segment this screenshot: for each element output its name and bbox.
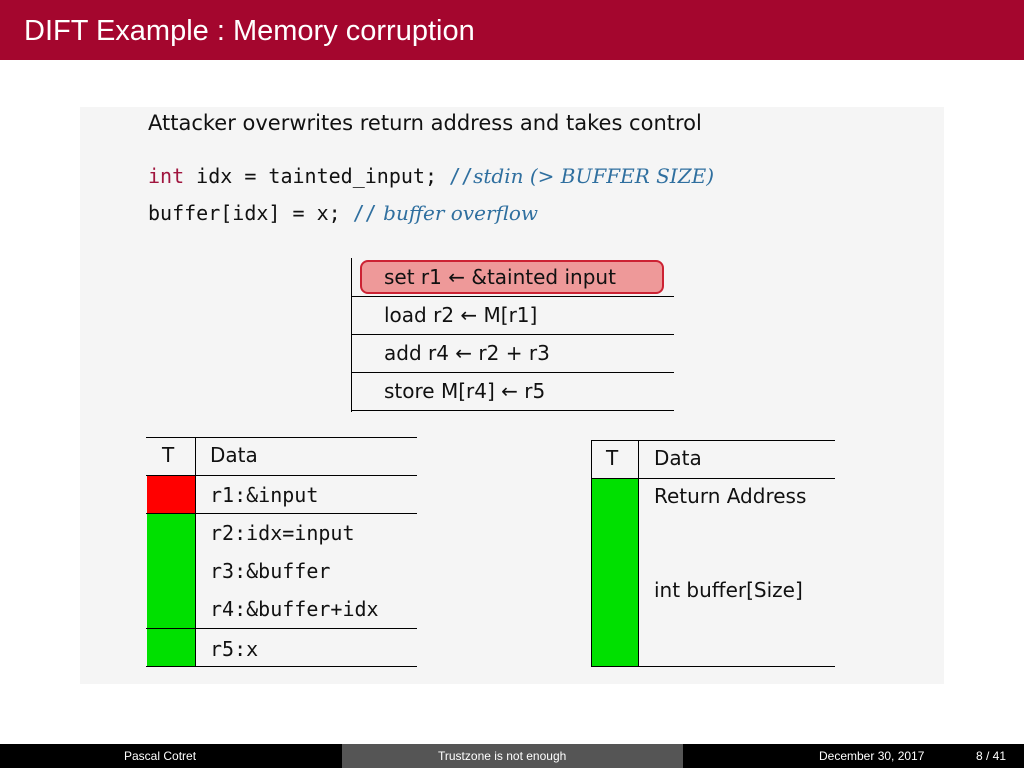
instruction-row: add r4 ← r2 + r3 (352, 334, 674, 373)
comment-text: stdin (> BUFFER SIZE) (473, 164, 715, 188)
table-rule (146, 628, 417, 629)
instruction-text: load r2 ← M[r1] (384, 303, 538, 327)
code-text: idx = tainted_input; (184, 164, 450, 188)
clean-tag (592, 479, 638, 666)
instruction-table: set r1 ← &tainted input load r2 ← M[r1] … (351, 258, 674, 412)
instruction-text: add r4 ← r2 + r3 (384, 341, 550, 365)
taint-highlight (360, 260, 664, 294)
footer-talk-title: Trustzone is not enough (438, 749, 567, 763)
code-line-2: buffer[idx] = x; // buffer overflow (148, 201, 538, 225)
header-data: Data (210, 443, 258, 467)
code-comment: //stdin (> BUFFER SIZE) (449, 164, 714, 188)
clean-tag (147, 514, 195, 666)
column-divider (195, 437, 196, 667)
table-rule (146, 513, 417, 514)
comment-slashes: // (352, 201, 377, 225)
table-rule (591, 440, 835, 441)
header-tag: T (162, 443, 175, 467)
title-bar: DIFT Example : Memory corruption (0, 0, 1024, 60)
footer-date: December 30, 2017 (819, 749, 925, 763)
register-entry: r3:&buffer (210, 559, 331, 583)
slide-title: DIFT Example : Memory corruption (24, 15, 475, 47)
table-border (591, 440, 592, 667)
memory-entry: Return Address (654, 484, 807, 508)
instruction-text: set r1 ← &tainted input (384, 265, 616, 289)
table-rule (591, 478, 835, 479)
comment-text: buffer overflow (376, 201, 538, 225)
code-line-1: int idx = tainted_input; //stdin (> BUFF… (148, 164, 714, 188)
code-text: buffer[idx] = x; (148, 201, 353, 225)
figure-caption: Attacker overwrites return address and t… (148, 111, 702, 135)
header-tag: T (606, 446, 619, 470)
slide-figure (80, 107, 944, 684)
footer-author-segment: Pascal Cotret (0, 744, 342, 768)
table-rule (146, 437, 417, 438)
tainted-tag (147, 476, 195, 513)
footer-date-segment: December 30, 2017 8 / 41 (683, 744, 1024, 768)
instruction-row: store M[r4] ← r5 (352, 372, 674, 411)
memory-entry: int buffer[Size] (654, 578, 803, 602)
register-entry: r1:&input (210, 483, 319, 507)
register-entry: r5:x (210, 637, 259, 661)
code-keyword: int (148, 164, 185, 188)
column-divider (638, 440, 639, 667)
instruction-row: load r2 ← M[r1] (352, 296, 674, 335)
instruction-text: store M[r4] ← r5 (384, 379, 546, 403)
footer-author: Pascal Cotret (124, 749, 197, 763)
header-data: Data (654, 446, 702, 470)
instruction-row: set r1 ← &tainted input (352, 258, 674, 297)
table-rule (146, 666, 417, 667)
register-entry: r4:&buffer+idx (210, 597, 379, 621)
table-rule (591, 666, 835, 667)
footer-title-segment: Trustzone is not enough (342, 744, 683, 768)
code-comment: // buffer overflow (353, 201, 538, 225)
register-entry: r2:idx=input (210, 521, 355, 545)
slide-footer: Pascal Cotret Trustzone is not enough De… (0, 744, 1024, 768)
comment-slashes: // (449, 164, 474, 188)
table-rule (146, 475, 417, 476)
footer-page-number: 8 / 41 (976, 749, 1007, 763)
